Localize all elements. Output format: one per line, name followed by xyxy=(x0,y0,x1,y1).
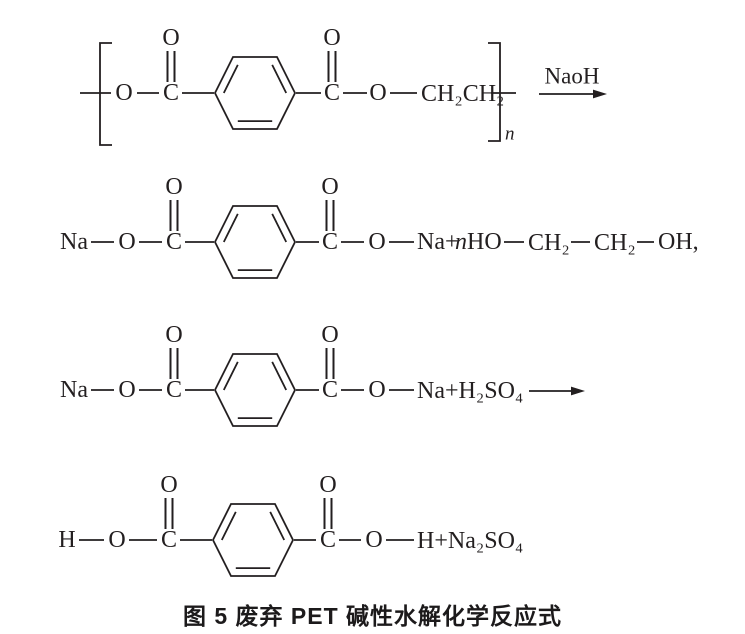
atom-label-na: Na xyxy=(60,229,88,255)
atom-label-na: Na xyxy=(60,377,88,403)
arrow-head xyxy=(593,89,607,99)
sodium-sulfate-label: H+Na₂SO₄ xyxy=(417,528,523,554)
atom-label-h: H xyxy=(58,527,75,553)
sodium-plus-label: Na+ xyxy=(417,229,459,255)
reagent-label: NaoH xyxy=(545,64,600,89)
sodium-sulfuric-acid-label: Na+H₂SO₄ xyxy=(417,378,523,404)
atom-label-o: O xyxy=(118,229,135,255)
carbonyl-double-bond xyxy=(327,50,337,83)
terephthalic-acid-structure: H O C O C O O H+Na₂SO₄ xyxy=(58,472,523,577)
reaction-arrow-naoh: NaoH xyxy=(539,64,607,99)
benzene-ring xyxy=(214,205,296,279)
repeat-subscript-n: n xyxy=(505,124,515,145)
benzene-ring xyxy=(214,353,296,427)
atom-label-o: O xyxy=(323,25,340,51)
carbonyl-double-bond xyxy=(325,199,335,232)
carbonyl-double-bond xyxy=(169,199,179,232)
atom-label-c: C xyxy=(166,377,182,403)
atom-label-o: O xyxy=(321,322,338,348)
coefficient-n: n xyxy=(455,229,467,255)
ch2-label: CH₂ xyxy=(528,230,570,256)
atom-label-o: O xyxy=(118,377,135,403)
reaction-arrow-plain xyxy=(529,386,585,396)
arrow-head xyxy=(571,386,585,396)
atom-label-c: C xyxy=(166,229,182,255)
polymer-bracket-left xyxy=(99,42,112,146)
hydroxyl-label: HO xyxy=(467,229,502,255)
benzene-ring xyxy=(212,503,294,577)
carbonyl-double-bond xyxy=(325,347,335,380)
ethylene-group-label: CH₂CH₂ xyxy=(421,81,504,107)
atom-label-c: C xyxy=(322,229,338,255)
atom-label-o: O xyxy=(160,472,177,498)
atom-label-o: O xyxy=(368,377,385,403)
oh-label: OH, xyxy=(658,229,699,255)
atom-label-c: C xyxy=(163,80,179,106)
sodium-terephthalate-eg-structure: Na O C O C O O Na+ n HO CH₂ CH₂ OH, xyxy=(60,174,699,279)
atom-label-o: O xyxy=(108,527,125,553)
figure-caption: 图 5 废弃 PET 碱性水解化学反应式 xyxy=(182,603,563,629)
atom-label-o: O xyxy=(368,229,385,255)
reaction-scheme: O C O C O O CH₂CH₂ n NaoH Na xyxy=(58,25,699,577)
atom-label-o: O xyxy=(321,174,338,200)
atom-label-o: O xyxy=(165,322,182,348)
atom-label-c: C xyxy=(322,377,338,403)
atom-label-c: C xyxy=(161,527,177,553)
atom-label-c: C xyxy=(320,527,336,553)
pet-polymer-structure: O C O C O O CH₂CH₂ n xyxy=(80,25,516,146)
atom-label-o: O xyxy=(165,174,182,200)
atom-label-o: O xyxy=(369,80,386,106)
atom-label-o: O xyxy=(365,527,382,553)
atom-label-o: O xyxy=(115,80,132,106)
carbonyl-double-bond xyxy=(323,497,333,530)
carbonyl-double-bond xyxy=(169,347,179,380)
benzene-ring xyxy=(214,56,296,130)
atom-label-o: O xyxy=(319,472,336,498)
carbonyl-double-bond xyxy=(164,497,174,530)
ch2-label: CH₂ xyxy=(594,230,636,256)
carbonyl-double-bond xyxy=(166,50,176,83)
atom-label-o: O xyxy=(162,25,179,51)
polymer-bracket-right xyxy=(488,42,501,142)
atom-label-c: C xyxy=(324,80,340,106)
sodium-terephthalate-acid-structure: Na O C O C O O Na+H₂SO₄ xyxy=(60,322,523,427)
